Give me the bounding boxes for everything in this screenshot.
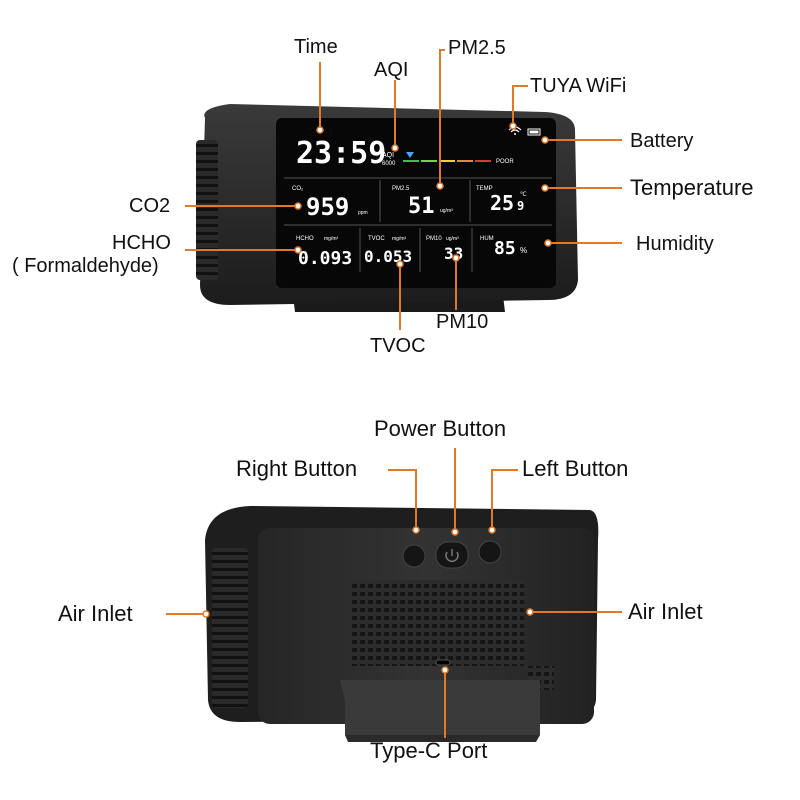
screen-battery-icon	[527, 128, 541, 136]
label-right-button: Right Button	[236, 456, 358, 481]
back-device	[205, 506, 599, 742]
screen-tvoc-label: TVOC	[368, 236, 385, 242]
screen-temp-value: 25	[490, 191, 514, 215]
label-pm10: PM10	[436, 311, 489, 333]
screen-hum-unit: %	[520, 246, 527, 255]
screen-hcho-value: 0.093	[298, 248, 352, 269]
screen-temp-label: TEMP	[476, 186, 493, 192]
screen-pm10-unit: ug/m³	[446, 236, 459, 242]
aqi-pointer-icon	[406, 152, 414, 158]
screen-pm10-label: PM10	[426, 236, 442, 242]
screen-content: 23:59 AQI 6000 POOR CO₂ 959 ppm PM2.5 51…	[284, 126, 552, 272]
screen-temp-unit: ℃	[520, 192, 527, 198]
right-button-shape	[402, 544, 426, 568]
screen-pm25-unit: ug/m³	[440, 208, 453, 214]
screen-time: 23:59	[296, 136, 386, 171]
back-side-vent	[212, 548, 248, 708]
screen-co2-value: 959	[306, 193, 349, 221]
screen-temp-decimal: 9	[517, 199, 524, 213]
label-pm25: PM2.5	[448, 37, 506, 59]
label-battery: Battery	[630, 130, 694, 152]
screen-hcho-label: HCHO	[296, 236, 314, 242]
screen-poor: POOR	[496, 159, 514, 165]
screen-pm25-value: 51	[408, 194, 435, 219]
screen-hum-label: HUM	[480, 236, 494, 242]
screen-tvoc-value: 0.053	[364, 247, 412, 266]
label-air-inlet-left: Air Inlet	[58, 601, 133, 626]
front-side-vent	[196, 140, 218, 280]
label-type-c-port: Type-C Port	[370, 738, 488, 763]
back-stand	[340, 680, 540, 735]
screen-aqi-label: AQI	[382, 152, 394, 159]
callout-lines	[166, 49, 622, 738]
label-hcho: HCHO	[112, 232, 171, 254]
screen-co2-label: CO₂	[292, 186, 304, 192]
aqi-scale-green2	[421, 160, 437, 162]
type-c-port-shape	[435, 659, 451, 666]
label-left-button: Left Button	[522, 456, 629, 481]
aqi-scale-yellow	[439, 160, 455, 162]
aqi-scale-orange	[457, 160, 473, 162]
label-power-button: Power Button	[374, 416, 507, 441]
label-air-inlet-right: Air Inlet	[628, 599, 703, 624]
callout-dots	[202, 122, 552, 674]
power-button-icon	[445, 549, 459, 562]
screen-co2-unit: ppm	[358, 210, 368, 216]
label-temperature: Temperature	[630, 175, 754, 200]
left-button-shape	[478, 540, 502, 564]
label-tuya-wifi: TUYA WiFi	[530, 75, 627, 97]
label-aqi: AQI	[374, 59, 409, 81]
label-humidity: Humidity	[636, 233, 714, 255]
aqi-scale-red	[475, 160, 491, 162]
aqi-scale-green	[403, 160, 419, 162]
screen-hum-value: 85	[494, 238, 516, 259]
label-formaldehyde: ( Formaldehyde)	[12, 255, 159, 277]
label-co2: CO2	[129, 195, 171, 217]
screen-aqi-sub: 6000	[382, 161, 396, 167]
label-time: Time	[294, 36, 338, 58]
screen-pm25-label: PM2.5	[392, 186, 410, 192]
screen-tvoc-unit: mg/m³	[392, 236, 407, 242]
label-tvoc: TVOC	[370, 335, 426, 357]
screen-hcho-unit: mg/m³	[324, 236, 339, 242]
back-grill	[352, 580, 524, 666]
